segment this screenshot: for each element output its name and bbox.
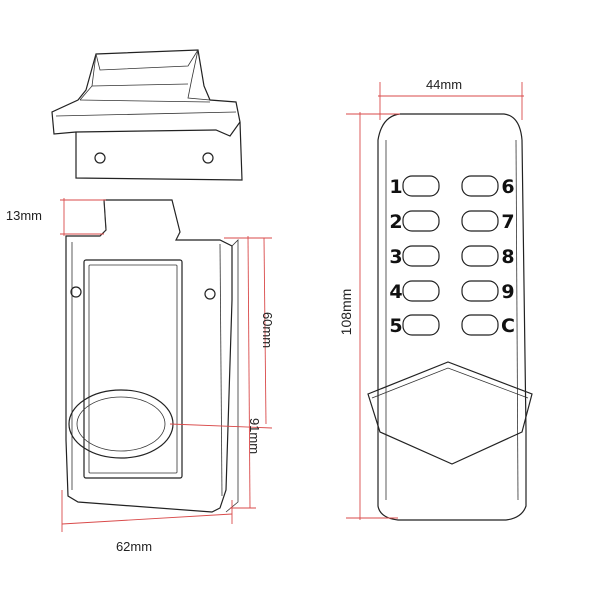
- key-3[interactable]: [402, 245, 440, 267]
- inner-height-label: 60mm: [260, 312, 275, 348]
- total-height-label: 91mm: [247, 418, 262, 454]
- key-4[interactable]: [402, 280, 440, 302]
- top-height-label: 13mm: [6, 208, 42, 223]
- key-label-2: 2: [389, 211, 402, 233]
- key-label-3: 3: [389, 246, 402, 268]
- key-8[interactable]: [461, 245, 499, 267]
- key-9[interactable]: [461, 280, 499, 302]
- keypad-dimensions: 44mm 108mm: [338, 77, 524, 520]
- key-label-7: 7: [501, 211, 514, 233]
- keypad-width-label: 44mm: [426, 77, 462, 92]
- keypad-remote: [367, 113, 533, 521]
- key-label-5: 5: [389, 315, 402, 337]
- lock-body: [65, 199, 239, 513]
- lock-width-label: 62mm: [116, 539, 152, 554]
- key-label-9: 9: [501, 281, 514, 303]
- key-label-4: 4: [389, 281, 402, 303]
- key-7[interactable]: [461, 210, 499, 232]
- key-2[interactable]: [402, 210, 440, 232]
- keypad-buttons: 1 2 3 4 5 6 7 8 9 C: [389, 175, 515, 337]
- key-label-c: C: [501, 315, 515, 337]
- keypad-height-label: 108mm: [338, 289, 354, 336]
- strike-plate: [51, 49, 243, 181]
- key-1[interactable]: [402, 175, 440, 197]
- key-5[interactable]: [402, 314, 440, 336]
- lock-dimensions: 13mm 62mm 60mm 91mm: [6, 198, 275, 554]
- key-label-1: 1: [389, 176, 402, 198]
- key-label-8: 8: [501, 246, 514, 268]
- key-6[interactable]: [461, 175, 499, 197]
- key-label-6: 6: [501, 176, 514, 198]
- key-c[interactable]: [461, 314, 499, 336]
